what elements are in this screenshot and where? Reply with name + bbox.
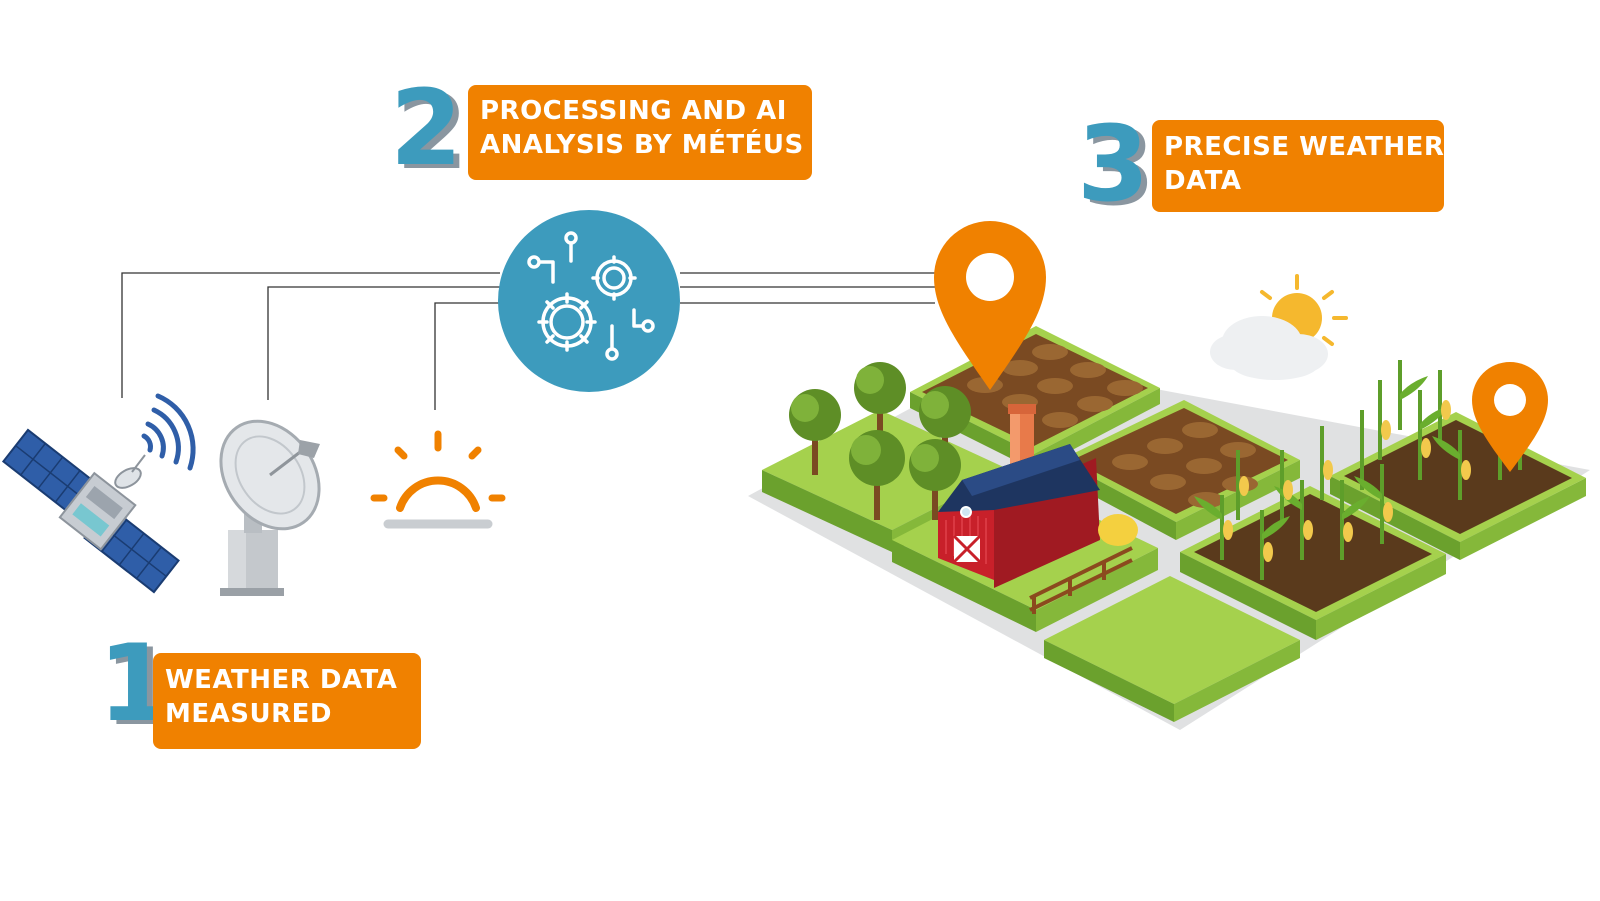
location-pin-small-icon <box>1472 362 1548 472</box>
step-3-label: PRECISE WEATHER DATA <box>1152 120 1444 212</box>
connector-lines <box>121 272 935 410</box>
step-2-label-line-2: ANALYSIS BY MÉTÉUS <box>480 130 804 161</box>
farm-illustration <box>748 221 1590 730</box>
connector-sunrise <box>434 302 500 410</box>
partly-sunny-icon <box>1210 274 1348 380</box>
sunrise-icon <box>370 430 506 529</box>
step-1-label-line-1: WEATHER DATA <box>165 665 398 695</box>
step-3-number-shadow: 3 <box>1083 107 1156 229</box>
step-3-label-line-2: DATA <box>1164 166 1242 197</box>
step-1-label: WEATHER DATA MEASURED <box>153 653 421 749</box>
silo <box>1008 404 1036 464</box>
location-pin-icon <box>934 221 1046 390</box>
step-2-number-shadow: 2 <box>396 71 469 193</box>
connector-satellite <box>121 272 500 398</box>
radar-dish-icon <box>219 419 321 596</box>
step-3-label-line-1: PRECISE WEATHER <box>1164 132 1445 162</box>
crop-tile-front <box>1180 486 1446 640</box>
ai-gears-icon <box>498 210 680 392</box>
step-1-label-line-2: MEASURED <box>165 699 332 730</box>
barn <box>938 444 1100 588</box>
step-2-number: 2 <box>390 67 463 189</box>
grass-tile-front <box>1044 576 1300 722</box>
connector-radar <box>267 286 500 400</box>
step-2-label: PROCESSING AND AI ANALYSIS BY MÉTÉUS <box>468 85 812 180</box>
step-2-label-line-1: PROCESSING AND AI <box>480 96 787 126</box>
satellite-icon <box>1 393 196 594</box>
step-3-number: 3 <box>1077 103 1150 225</box>
trees <box>789 362 971 520</box>
hay-bale <box>1098 514 1138 546</box>
fence <box>1029 546 1133 614</box>
